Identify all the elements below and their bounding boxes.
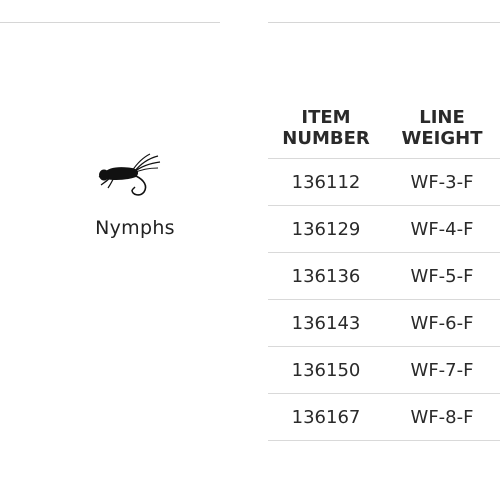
category-label: Nymphs (95, 217, 175, 239)
header-line-weight-line-2: WEIGHT (401, 128, 483, 149)
header-line-weight-line-1: LINE (419, 107, 465, 128)
header-item-number: ITEM NUMBER (268, 104, 384, 158)
line-weight-cell: WF-3-F (410, 171, 474, 193)
table-row: 136112 WF-3-F (268, 158, 500, 205)
line-weight-cell: WF-8-F (410, 406, 474, 428)
top-divider-right (268, 22, 500, 23)
table-row: 136150 WF-7-F (268, 346, 500, 393)
header-item-number-line-2: NUMBER (282, 128, 370, 149)
table-header: ITEM NUMBER LINE WEIGHT (268, 104, 500, 158)
nymph-fly-icon (92, 150, 172, 200)
header-line-weight: LINE WEIGHT (384, 104, 500, 158)
spec-table: ITEM NUMBER LINE WEIGHT 136112 WF-3-F 13… (268, 104, 500, 441)
item-number-cell: 136143 (291, 312, 361, 334)
table-row: 136143 WF-6-F (268, 299, 500, 346)
line-weight-cell: WF-5-F (410, 265, 474, 287)
item-number-cell: 136129 (291, 218, 361, 240)
line-weight-cell: WF-4-F (410, 218, 474, 240)
top-divider-left (0, 22, 220, 23)
item-number-cell: 136167 (291, 406, 361, 428)
table-row: 136136 WF-5-F (268, 252, 500, 299)
item-number-cell: 136112 (291, 171, 361, 193)
line-weight-cell: WF-7-F (410, 359, 474, 381)
header-item-number-line-1: ITEM (301, 107, 351, 128)
table-row: 136167 WF-8-F (268, 393, 500, 441)
table-row: 136129 WF-4-F (268, 205, 500, 252)
item-number-cell: 136150 (291, 359, 361, 381)
item-number-cell: 136136 (291, 265, 361, 287)
line-weight-cell: WF-6-F (410, 312, 474, 334)
